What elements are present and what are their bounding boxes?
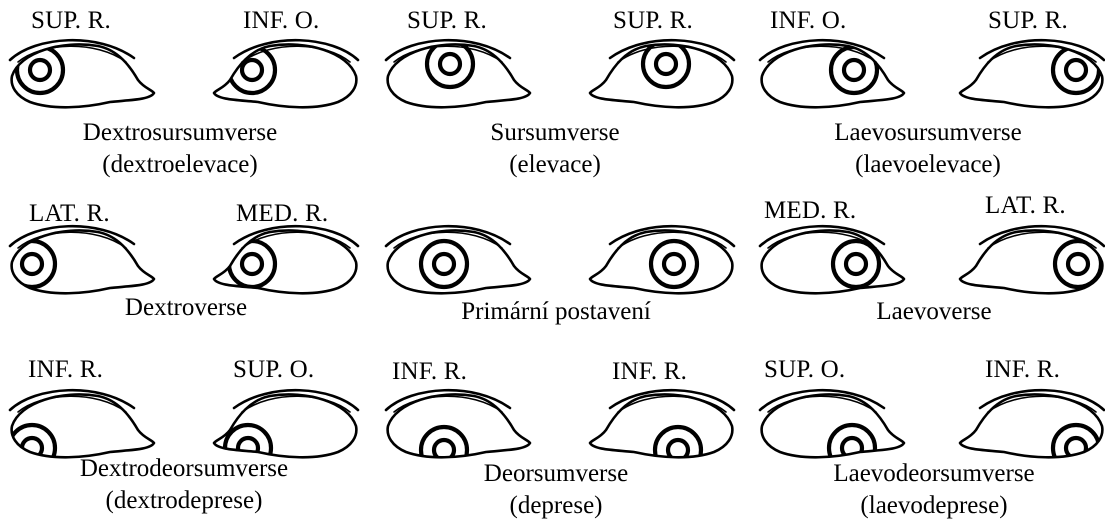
eye-outline bbox=[960, 44, 1102, 107]
muscle-label: MED. R. bbox=[236, 201, 328, 226]
muscle-label: SUP. R. bbox=[988, 8, 1068, 33]
eye-outline bbox=[214, 394, 356, 457]
caption-main: Dextrosursumverse bbox=[83, 117, 277, 149]
pupil-ring bbox=[1066, 60, 1086, 80]
gaze-caption: Dextrosursumverse (dextroelevace) bbox=[83, 117, 277, 181]
eye-right-dextroverse bbox=[6, 224, 156, 300]
gaze-caption: Sursumverse (elevace) bbox=[490, 117, 619, 181]
pupil-ring bbox=[844, 60, 864, 80]
muscle-label: SUP. O. bbox=[233, 357, 314, 382]
iris-ring bbox=[427, 41, 473, 87]
muscle-label: INF. R. bbox=[28, 357, 103, 382]
pupil-ring bbox=[846, 254, 866, 274]
eye-outline bbox=[214, 44, 356, 107]
iris-ring bbox=[17, 47, 63, 93]
muscle-label: LAT. R. bbox=[29, 201, 110, 226]
iris-ring bbox=[651, 241, 697, 287]
muscle-label: SUP. R. bbox=[407, 8, 487, 33]
iris-ring bbox=[9, 425, 55, 471]
eye-outline bbox=[12, 230, 154, 293]
pupil-ring bbox=[238, 438, 258, 458]
muscle-label: INF. O. bbox=[243, 8, 320, 33]
pupil-ring bbox=[22, 254, 42, 274]
pupil-ring bbox=[242, 60, 262, 80]
muscle-label: MED. R. bbox=[764, 198, 856, 223]
caption-main: Laevoverse bbox=[876, 296, 991, 328]
pupil-ring bbox=[434, 254, 454, 274]
caption-sub: (deprese) bbox=[484, 490, 628, 522]
eye-left-dextroverse bbox=[212, 224, 362, 300]
muscle-label: LAT. R. bbox=[985, 193, 1066, 218]
caption-sub: (dextrodeprese) bbox=[80, 485, 288, 517]
eye-right-laevoverse bbox=[756, 224, 906, 300]
eye-right-sursumverse bbox=[382, 38, 532, 114]
iris-ring bbox=[655, 427, 701, 473]
caption-sub: (laevoelevace) bbox=[834, 149, 1021, 181]
iris-ring bbox=[1053, 47, 1099, 93]
eye-right-laevosursumverse bbox=[756, 38, 906, 114]
iris-ring bbox=[643, 41, 689, 87]
gaze-caption: Deorsumverse (deprese) bbox=[484, 458, 628, 522]
eye-left-primary bbox=[588, 224, 738, 300]
gaze-caption: Laevoverse bbox=[876, 296, 991, 328]
pupil-ring bbox=[664, 254, 684, 274]
muscle-label: SUP. R. bbox=[31, 8, 111, 33]
caption-sub: (dextroelevace) bbox=[83, 149, 277, 181]
eye-left-laevoverse bbox=[958, 224, 1105, 300]
pupil-ring bbox=[656, 54, 676, 74]
iris-ring bbox=[421, 427, 467, 473]
caption-sub: (elevace) bbox=[490, 149, 619, 181]
muscle-label: INF. R. bbox=[612, 359, 687, 384]
pupil-ring bbox=[440, 54, 460, 74]
eye-right-deorsumverse bbox=[382, 388, 532, 464]
gaze-caption: Primární postavení bbox=[461, 296, 651, 328]
eye-outline bbox=[388, 394, 530, 457]
eye-left-laevodeorsumverse bbox=[958, 388, 1105, 464]
iris-ring bbox=[9, 241, 55, 287]
caption-sub: (laevodeprese) bbox=[833, 490, 1034, 522]
eye-right-laevodeorsumverse bbox=[756, 388, 906, 464]
pupil-ring bbox=[1068, 254, 1088, 274]
eye-outline bbox=[590, 394, 732, 457]
iris-ring bbox=[833, 241, 879, 287]
muscle-label: INF. R. bbox=[392, 359, 467, 384]
muscle-label: SUP. R. bbox=[613, 8, 693, 33]
pupil-ring bbox=[242, 254, 262, 274]
eye-outline bbox=[388, 44, 530, 107]
eye-left-laevosursumverse bbox=[958, 38, 1105, 114]
eye-outline bbox=[214, 230, 356, 293]
eye-left-dextrosursumverse bbox=[212, 38, 362, 114]
eye-outline bbox=[762, 394, 904, 457]
iris-ring bbox=[831, 47, 877, 93]
muscle-label: SUP. O. bbox=[764, 357, 845, 382]
gaze-caption: Laevodeorsumverse (laevodeprese) bbox=[833, 458, 1034, 522]
eye-right-dextrosursumverse bbox=[6, 38, 156, 114]
eye-left-sursumverse bbox=[588, 38, 738, 114]
eye-outline bbox=[960, 230, 1102, 293]
eye-left-deorsumverse bbox=[588, 388, 738, 464]
eye-right-dextrodeorsumverse bbox=[6, 388, 156, 464]
muscle-label: INF. O. bbox=[770, 8, 847, 33]
iris-ring bbox=[229, 241, 275, 287]
gaze-caption: Laevosursumverse (laevoelevace) bbox=[834, 117, 1021, 181]
eye-left-dextrodeorsumverse bbox=[212, 388, 362, 464]
eye-right-primary bbox=[382, 224, 532, 300]
iris-ring bbox=[421, 241, 467, 287]
caption-main: Laevosursumverse bbox=[834, 117, 1021, 149]
caption-main: Sursumverse bbox=[490, 117, 619, 149]
pupil-ring bbox=[30, 60, 50, 80]
caption-main: Primární postavení bbox=[461, 296, 651, 328]
muscle-label: INF. R. bbox=[985, 357, 1060, 382]
